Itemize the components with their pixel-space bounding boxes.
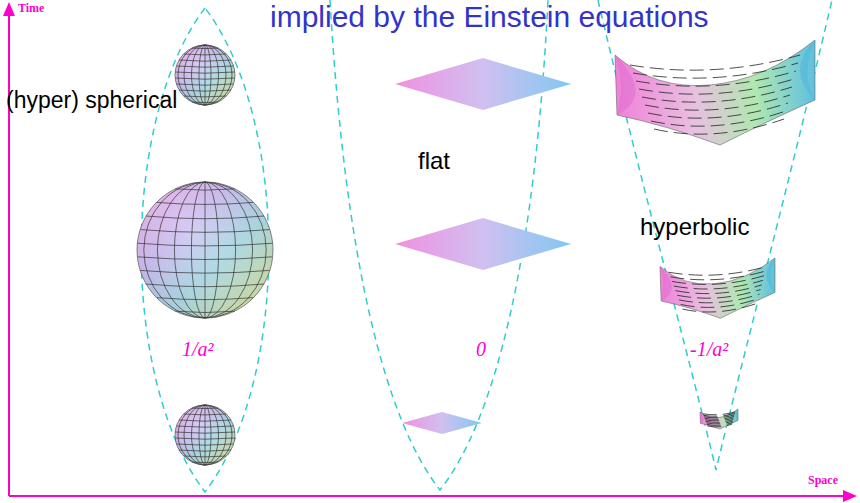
- saddle: [615, 40, 815, 145]
- sphere: [137, 182, 273, 318]
- sphere: [175, 405, 235, 465]
- curvature-value: 0: [476, 338, 486, 360]
- flat-plane: [395, 58, 571, 434]
- saddle: [660, 258, 775, 318]
- axes: [3, 2, 857, 502]
- geometry-label: hyperbolic: [640, 214, 749, 240]
- curvature-value: -1/a²: [690, 338, 728, 360]
- geometry-label: flat: [418, 148, 450, 174]
- axis-label: Space: [808, 474, 838, 487]
- saddle: [700, 409, 738, 429]
- sphere: [175, 45, 235, 105]
- geometry-label: (hyper) spherical: [6, 88, 177, 113]
- axis-label: Time: [18, 2, 44, 15]
- title: implied by the Einstein equations: [270, 0, 709, 33]
- curvature-value: 1/a²: [182, 338, 214, 360]
